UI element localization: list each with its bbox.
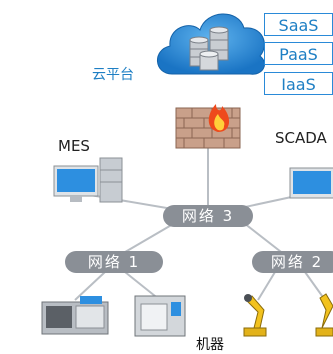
- cnc-machine-icon: [41, 296, 109, 335]
- net2-to-robot2-line: [304, 271, 326, 301]
- machines-label: 机器: [196, 337, 224, 353]
- robot-arm-icon: [243, 294, 267, 337]
- firewall-icon: [175, 104, 241, 149]
- tier-paas: PaaS: [264, 42, 333, 65]
- database-icon: [189, 26, 229, 71]
- robot-arm-icon: [315, 293, 333, 337]
- network-2-pill: 网络 2: [252, 251, 333, 273]
- tier-saas: SaaS: [264, 13, 333, 36]
- net1-to-machine1-line: [74, 271, 106, 301]
- cloud-platform-label: 云平台: [92, 67, 134, 83]
- cloud-icon: [157, 13, 265, 75]
- mes-label: MES: [58, 137, 90, 155]
- cnc-machine-icon: [134, 295, 186, 337]
- network-3-pill: 网络 3: [163, 205, 253, 227]
- network-1-pill: 网络 1: [65, 251, 163, 273]
- scada-label: SCADA: [275, 129, 327, 147]
- net2-to-robot1-line: [257, 271, 276, 301]
- computer-icon: [53, 157, 123, 203]
- net3-to-net2-line: [239, 219, 286, 256]
- net1-to-machine2-line: [124, 271, 161, 301]
- computer-icon: [289, 167, 333, 199]
- tier-iaas: IaaS: [264, 72, 333, 95]
